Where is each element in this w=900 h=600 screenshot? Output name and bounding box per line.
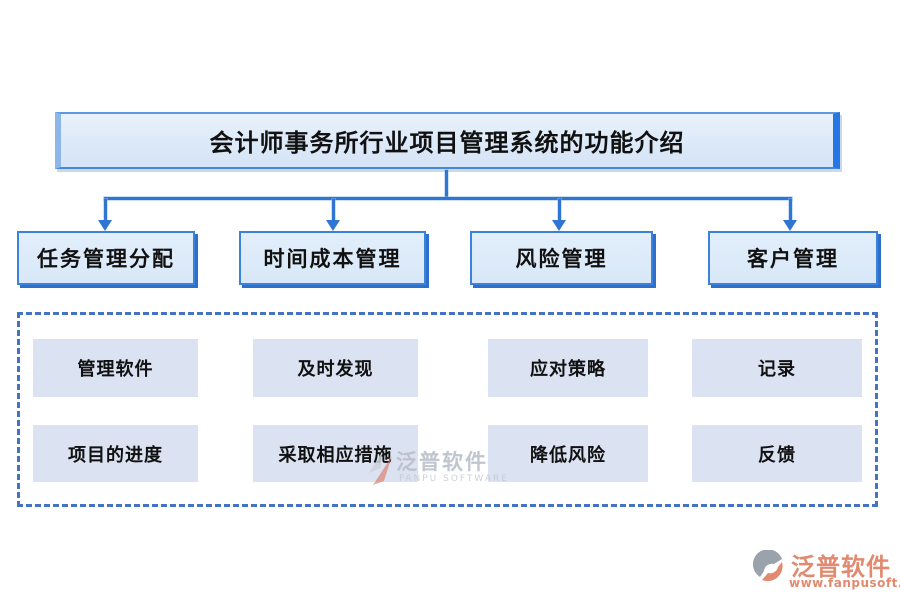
detail-box-timely-discovery: 及时发现	[253, 339, 418, 397]
connector-drop-4	[789, 199, 792, 221]
diagram-title-box: 会计师事务所行业项目管理系统的功能介绍	[55, 112, 840, 169]
branch-box-customer: 客户管理	[708, 231, 878, 285]
fanpu-logo-icon	[752, 549, 787, 588]
brand-footer: 泛普软件 www.fanpusoft.com	[752, 549, 900, 595]
detail-box-project-progress: 项目的进度	[33, 425, 198, 482]
connector-drop-2	[332, 199, 335, 221]
detail-label: 及时发现	[297, 359, 374, 380]
detail-box-reduce-risk: 降低风险	[488, 425, 648, 482]
branch-label: 任务管理分配	[37, 246, 175, 271]
detail-box-response-strategy: 应对策略	[488, 339, 648, 397]
branch-box-time-cost: 时间成本管理	[239, 231, 426, 285]
branch-label: 风险管理	[515, 246, 608, 271]
detail-box-take-measures: 采取相应措施	[253, 425, 418, 482]
detail-label: 项目的进度	[68, 444, 163, 466]
detail-label: 管理软件	[77, 359, 154, 380]
detail-box-management-software: 管理软件	[33, 339, 198, 397]
connector-stem	[445, 170, 448, 198]
connector-crossbar	[104, 197, 792, 200]
diagram-title: 会计师事务所行业项目管理系统的功能介绍	[209, 128, 685, 157]
detail-box-feedback: 反馈	[692, 425, 862, 482]
arrow-down-icon	[98, 220, 112, 231]
arrow-down-icon	[783, 220, 797, 231]
detail-box-record: 记录	[692, 339, 862, 397]
detail-label: 反馈	[758, 444, 796, 466]
detail-label: 采取相应措施	[278, 444, 393, 466]
detail-label: 记录	[758, 359, 796, 380]
brand-name: 泛普软件	[791, 552, 891, 581]
brand-url: www.fanpusoft.com	[789, 576, 900, 590]
detail-panel	[17, 312, 878, 507]
detail-label: 应对策略	[530, 359, 606, 380]
connector-drop-1	[104, 199, 107, 221]
arrow-down-icon	[326, 220, 340, 231]
arrow-down-icon	[552, 220, 566, 231]
branch-label: 客户管理	[747, 246, 839, 271]
branch-box-risk: 风险管理	[470, 231, 653, 285]
branch-label: 时间成本管理	[263, 246, 402, 271]
connector-drop-3	[558, 199, 561, 221]
detail-label: 降低风险	[530, 444, 606, 466]
branch-box-task-management: 任务管理分配	[17, 231, 195, 285]
